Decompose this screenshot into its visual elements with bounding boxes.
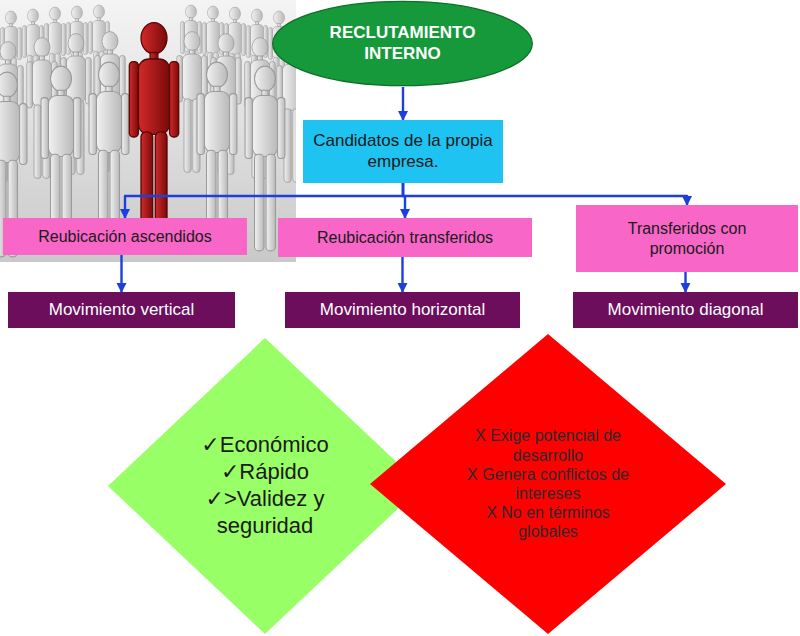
option-box: Transferidos con promoción (576, 205, 798, 272)
node-text: ✓>Validez y seguridad (178, 486, 353, 540)
node-text: Movimiento horizontal (320, 300, 485, 320)
node-text: ✓Económico (201, 432, 328, 459)
connector-arrow (684, 272, 686, 292)
text-group: Reubicación transferidos (284, 228, 526, 247)
node-text: Reubicación ascendidos (38, 227, 211, 246)
diamond-outline (370, 334, 726, 634)
node-text: Movimiento vertical (49, 300, 195, 320)
result-box: Movimiento diagonal (573, 292, 798, 328)
result-box: Movimiento horizontal (285, 292, 520, 328)
text-group: Movimiento diagonal (579, 300, 792, 320)
node-text: X No en términos globales (462, 503, 634, 541)
connector-arrow (125, 183, 403, 218)
node-text: ✓Rápido (221, 459, 309, 486)
start-ellipse: RECLUTAMIENTO INTERNO (270, 0, 535, 87)
text-group: Movimiento vertical (14, 300, 229, 320)
text-group: Reubicación ascendidos (9, 227, 241, 246)
node-text: Reubicación transferidos (317, 228, 493, 247)
node-text: Transferidos con promoción (602, 219, 772, 257)
option-box: Reubicación ascendidos (3, 218, 247, 255)
illustration-ground (0, 0, 296, 262)
node-text: Movimiento diagonal (608, 300, 764, 320)
connector-arrow (120, 255, 122, 292)
text-group: X Exige potencial de desarrolloX Genera … (462, 426, 634, 541)
node-text: RECLUTAMIENTO INTERNO (310, 23, 495, 64)
diamond-fill (370, 334, 726, 634)
connector-arrow (403, 183, 687, 205)
text-group: Transferidos con promoción (602, 219, 772, 257)
text-group: Movimiento horizontal (291, 300, 514, 320)
text-group: RECLUTAMIENTO INTERNO (310, 23, 495, 64)
text-group: Candidatos de la propia empresa. (311, 131, 496, 172)
node-text: X Genera conflictos de intereses (462, 465, 634, 503)
text-group: ✓Económico✓Rápido✓>Validez y seguridad (178, 432, 353, 539)
result-box: Movimiento vertical (8, 292, 235, 328)
node-text: X Exige potencial de desarrollo (462, 426, 634, 464)
mannequin-crowd (0, 5, 296, 257)
connector-arrow (401, 257, 403, 292)
option-box: Reubicación transferidos (278, 218, 532, 257)
ellipse-fill (273, 1, 533, 85)
node-text: Candidatos de la propia empresa. (311, 131, 496, 172)
connector-arrow (402, 87, 404, 120)
process-box: Candidatos de la propia empresa. (303, 120, 503, 183)
drawbacks-diamond: X Exige potencial de desarrolloX Genera … (370, 334, 726, 634)
